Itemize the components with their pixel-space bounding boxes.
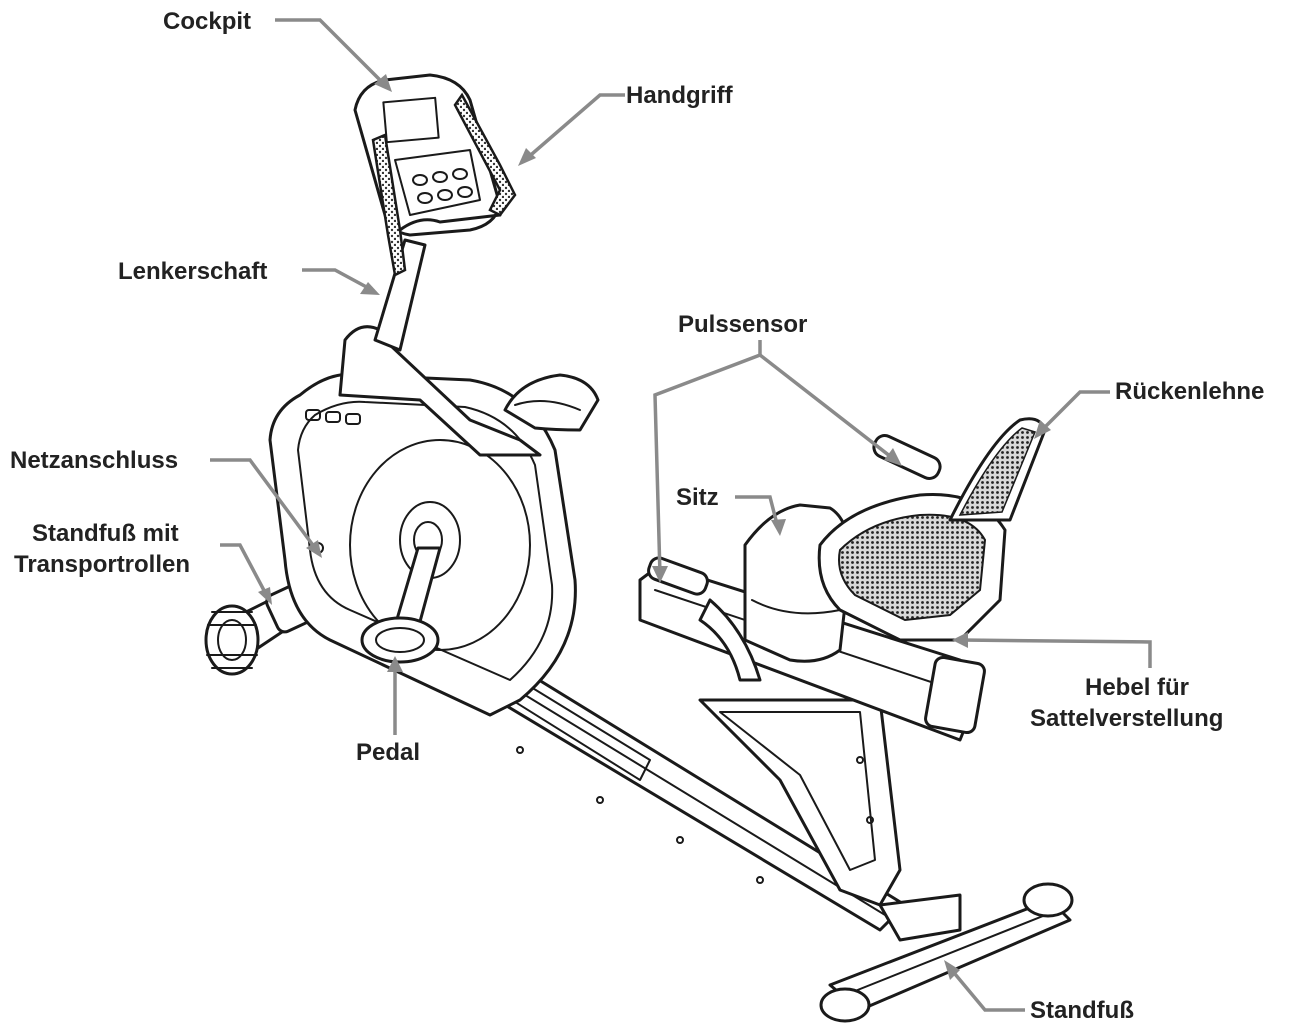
leader-netzanschluss xyxy=(210,458,320,554)
label-pedal: Pedal xyxy=(356,739,420,766)
leader-handgriff xyxy=(523,93,625,162)
label-standfuss: Standfuß xyxy=(1030,997,1134,1024)
leader-sitz xyxy=(735,495,780,529)
frame-bolts xyxy=(516,746,874,884)
leader-cockpit xyxy=(275,18,387,87)
label-standfuss-transport-2: Transportrollen xyxy=(14,551,190,578)
label-standfuss-transport-1: Standfuß mit xyxy=(32,520,179,547)
handgrips xyxy=(371,92,517,277)
label-netzanschluss: Netzanschluss xyxy=(10,447,178,474)
leader-rueckenlehne xyxy=(1038,390,1110,434)
label-hebel-1: Hebel für xyxy=(1085,674,1189,701)
label-pulssensor: Pulssensor xyxy=(678,311,807,338)
flywheel-housing xyxy=(268,372,577,717)
backrest xyxy=(817,417,1047,642)
label-hebel-2: Sattelverstellung xyxy=(1030,705,1223,732)
leader-pulssensor xyxy=(653,340,762,576)
leader-standfuss xyxy=(948,966,1025,1012)
label-rueckenlehne: Rückenlehne xyxy=(1115,378,1264,405)
bike-illustration xyxy=(204,73,1074,1023)
rear-stabilizer xyxy=(819,882,1074,1023)
transport-roller xyxy=(204,604,260,676)
label-handgriff: Handgriff xyxy=(626,82,734,109)
label-lenkerschaft: Lenkerschaft xyxy=(118,258,267,285)
label-cockpit: Cockpit xyxy=(163,8,251,35)
leader-lines xyxy=(210,18,1152,1012)
leader-lenkerschaft xyxy=(302,268,373,292)
label-sitz: Sitz xyxy=(676,484,719,511)
pedal xyxy=(360,616,440,664)
pedal-assembly xyxy=(360,373,600,664)
callout-labels: Cockpit Handgriff Lenkerschaft Pulssenso… xyxy=(10,8,1264,1024)
leader-hebel xyxy=(959,638,1152,668)
leader-standfuss-transport xyxy=(220,543,270,599)
